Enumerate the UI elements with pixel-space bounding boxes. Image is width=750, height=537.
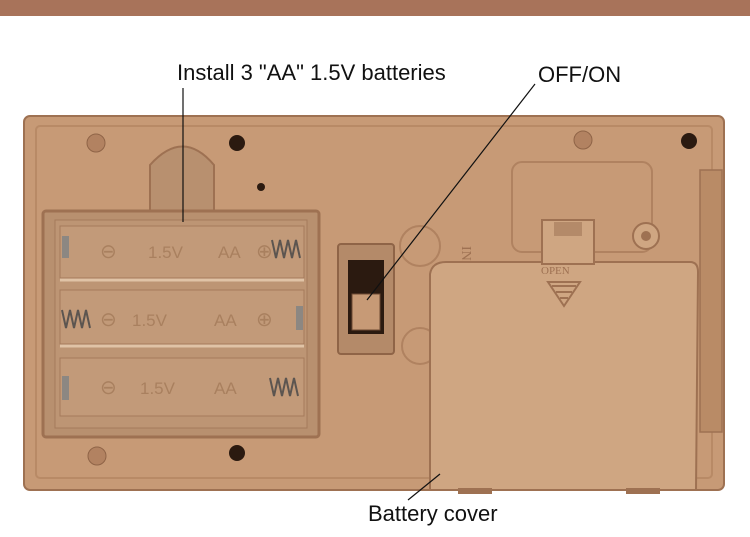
flat-contact	[296, 306, 303, 330]
marking-minus-1: ⊖	[100, 241, 117, 263]
screw-hole	[229, 445, 245, 461]
marking-voltage-1: 1.5V	[148, 243, 184, 262]
screw-hole	[681, 133, 697, 149]
battery-slot-3	[59, 357, 305, 417]
install-batteries-label: Install 3 "AA" 1.5V batteries	[177, 60, 446, 85]
mold-circle	[399, 225, 441, 267]
marking-voltage-3: 1.5V	[140, 379, 176, 398]
spring-contact	[61, 239, 301, 397]
marking-size-1: AA	[218, 243, 241, 262]
marking-plus-1: ⊕	[256, 241, 273, 263]
battery-slot-1	[59, 225, 305, 282]
marking-minus-3: ⊖	[100, 377, 117, 399]
marking-voltage-2: 1.5V	[132, 311, 168, 330]
device-right-edge	[699, 169, 723, 433]
power-switch[interactable]	[351, 293, 381, 331]
off-on-label: OFF/ON	[538, 62, 622, 87]
compartment-notch	[149, 145, 215, 213]
marking-plus-2: ⊕	[256, 309, 273, 331]
mold-bump	[86, 133, 106, 153]
battery-slot-2	[59, 289, 305, 348]
top-color-band	[0, 0, 750, 16]
marking-size-3: AA	[214, 379, 237, 398]
callout-line-switch	[366, 83, 536, 301]
marking-minus-2: ⊖	[100, 309, 117, 331]
flat-contact	[62, 236, 69, 258]
battery-cover-label: Battery cover	[368, 501, 498, 526]
callout-line-cover	[407, 473, 441, 501]
mold-bump	[87, 446, 107, 466]
screw-hole	[257, 183, 265, 191]
battery-cover[interactable]	[429, 219, 700, 494]
marking-size-2: AA	[214, 311, 237, 330]
cover-open-label: OPEN	[541, 265, 570, 277]
mold-bump	[573, 130, 593, 150]
open-arrow-icon	[546, 281, 582, 308]
screw-hole	[229, 135, 245, 151]
flat-contact	[62, 376, 69, 400]
